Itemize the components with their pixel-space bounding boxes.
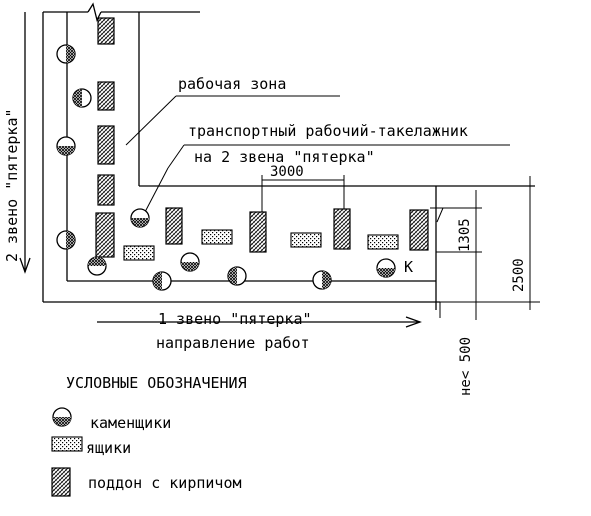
mason-icon bbox=[312, 270, 332, 290]
legend-pallet-icon bbox=[51, 467, 71, 497]
mason-icon bbox=[56, 136, 76, 156]
mortar-box bbox=[367, 234, 399, 250]
pallets bbox=[95, 17, 429, 258]
mortar-box bbox=[123, 245, 155, 261]
dimension-1305: 1305 bbox=[457, 218, 473, 252]
mason-icon bbox=[180, 252, 200, 272]
pallet bbox=[249, 211, 267, 253]
pallet bbox=[97, 17, 115, 45]
dimension-lines bbox=[261, 175, 540, 320]
pallet bbox=[95, 212, 115, 258]
mason-icon bbox=[72, 88, 92, 108]
pallet bbox=[409, 209, 429, 251]
masons bbox=[56, 44, 396, 291]
legend-mason-icon bbox=[52, 407, 72, 427]
legend: УСЛОВНЫЕ ОБОЗНАЧЕНИЯ каменщики ящики под… bbox=[51, 374, 247, 497]
pallet bbox=[333, 208, 351, 250]
leader-lines bbox=[125, 95, 510, 213]
rigger-label: транспортный рабочий-такелажник bbox=[188, 122, 468, 140]
pallet bbox=[97, 81, 115, 111]
mortar-box bbox=[201, 229, 233, 245]
mortar-box bbox=[290, 232, 322, 248]
team1-label: 1 звено "пятерка" bbox=[158, 310, 312, 328]
legend-boxes-label: ящики bbox=[86, 439, 131, 457]
legend-masons-label: каменщики bbox=[90, 414, 171, 432]
work-direction-label: направление работ bbox=[156, 334, 310, 352]
pallet bbox=[97, 125, 115, 165]
pallet bbox=[165, 207, 183, 245]
team2-label: 2 звено "пятерка" bbox=[3, 108, 21, 262]
dimension-min-500: не< 500 bbox=[458, 337, 474, 396]
legend-pallet-label: поддон с кирпичом bbox=[88, 474, 242, 492]
mason-icon bbox=[56, 230, 76, 250]
mason-icon bbox=[152, 271, 172, 291]
mason-icon bbox=[130, 208, 150, 228]
mason-icon bbox=[56, 44, 76, 64]
direction-arrows bbox=[19, 12, 422, 328]
dimension-2500: 2500 bbox=[511, 258, 527, 292]
boxes bbox=[123, 229, 399, 261]
mason-icon bbox=[227, 266, 247, 286]
legend-title: УСЛОВНЫЕ ОБОЗНАЧЕНИЯ bbox=[66, 374, 247, 392]
pallet bbox=[97, 174, 115, 206]
working-zone-label: рабочая зона bbox=[178, 75, 286, 93]
dimension-3000: 3000 bbox=[270, 164, 304, 180]
marker-k: К bbox=[404, 258, 413, 276]
rigger-for-label: на 2 звена "пятерка" bbox=[194, 148, 375, 166]
mason-icon bbox=[376, 258, 396, 278]
legend-box-icon bbox=[51, 436, 83, 452]
mason-icon bbox=[87, 256, 107, 276]
